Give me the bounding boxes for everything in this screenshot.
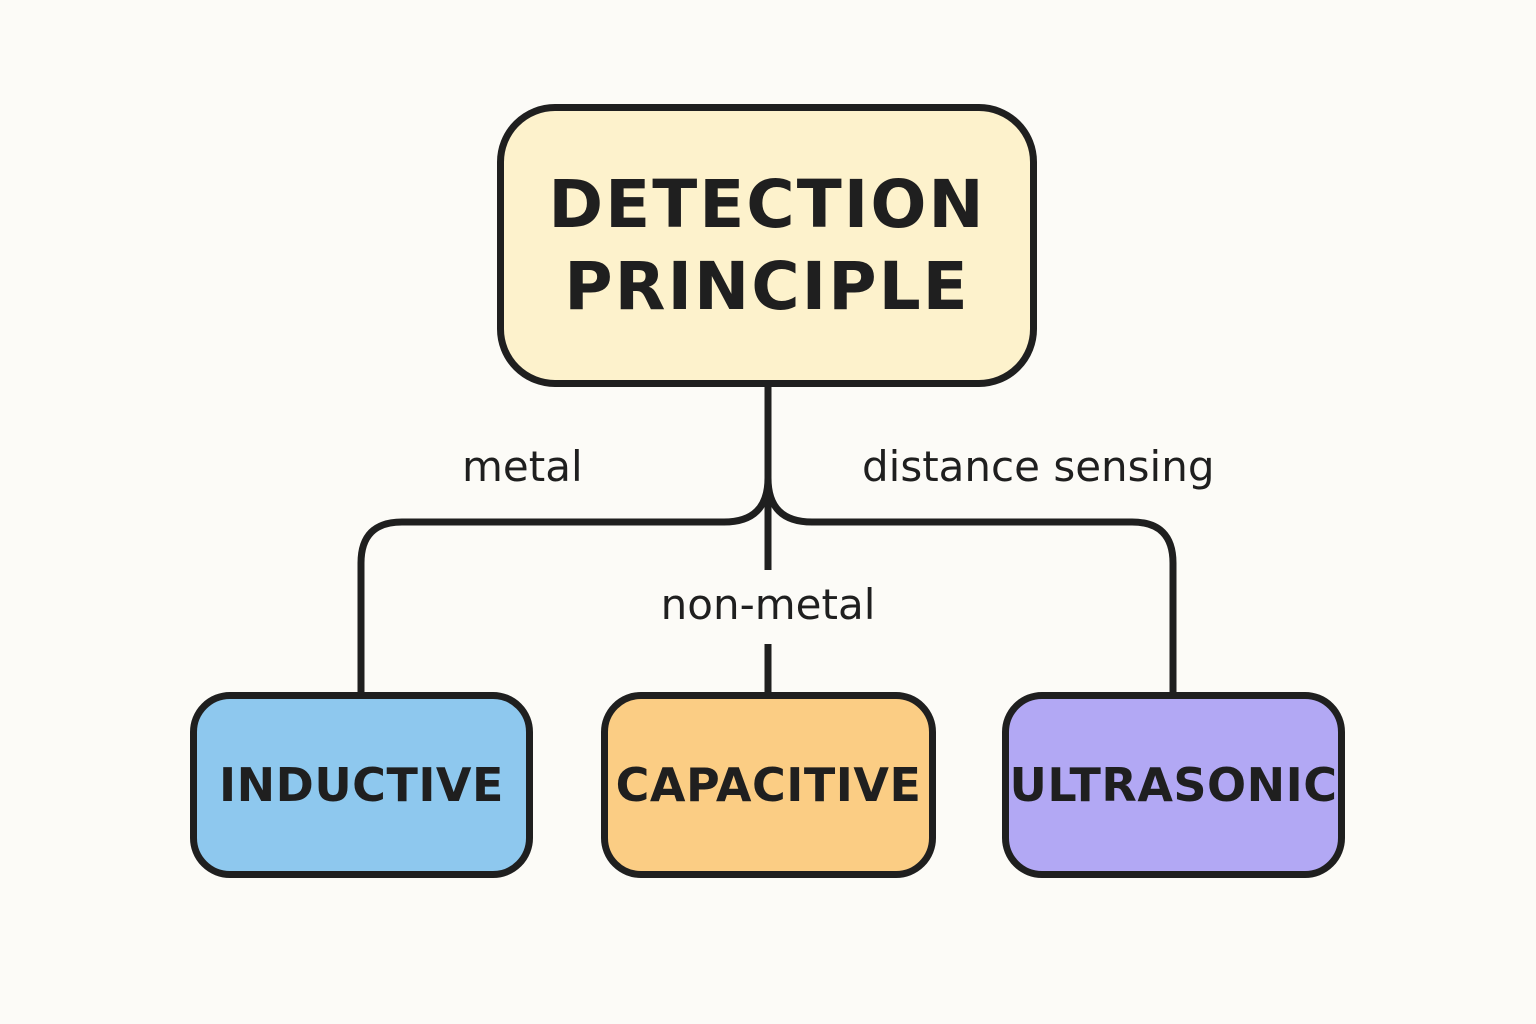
child-node-inductive: INDUCTIVE bbox=[190, 692, 533, 878]
root-node-detection-principle: DETECTION PRINCIPLE bbox=[497, 104, 1037, 387]
connector-ultrasonic bbox=[764, 477, 1177, 692]
edge-label-non-metal: non-metal bbox=[654, 580, 882, 629]
edge-label-metal: metal bbox=[462, 442, 583, 491]
child-node-ultrasonic: ULTRASONIC bbox=[1002, 692, 1345, 878]
connector-inductive bbox=[357, 477, 772, 692]
root-title-line-1: DETECTION bbox=[548, 165, 986, 243]
child-node-label: INDUCTIVE bbox=[219, 758, 504, 812]
child-node-label: ULTRASONIC bbox=[1009, 758, 1338, 812]
child-node-capacitive: CAPACITIVE bbox=[601, 692, 936, 878]
child-node-label: CAPACITIVE bbox=[615, 758, 922, 812]
root-title-line-2: PRINCIPLE bbox=[564, 247, 970, 325]
edge-label-distance-sensing: distance sensing bbox=[862, 442, 1215, 491]
